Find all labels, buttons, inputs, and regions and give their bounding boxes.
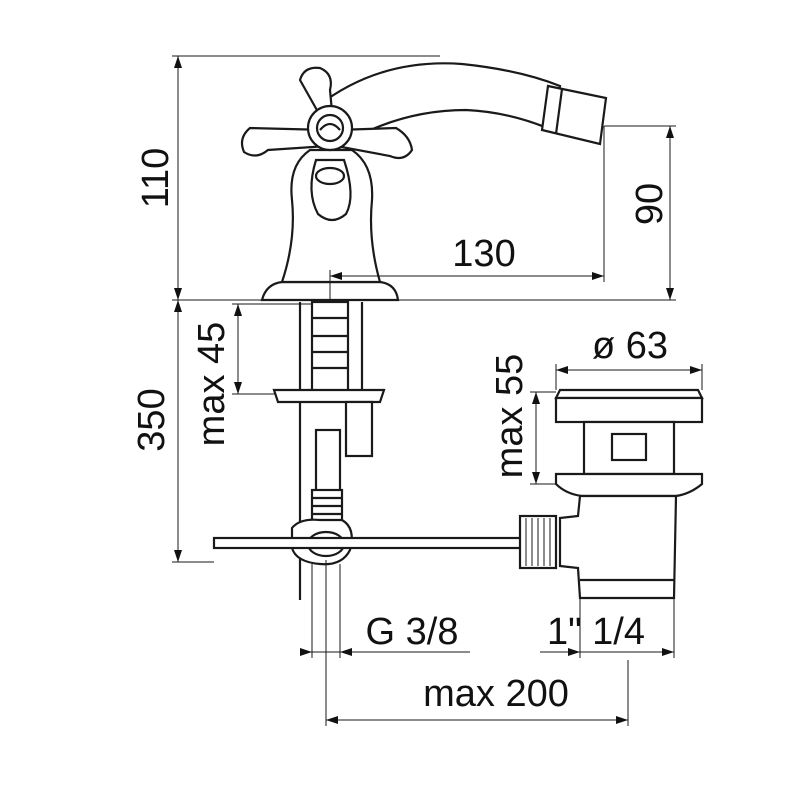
label-spout-height: 90 [629, 183, 671, 225]
dim-line-spout-height [398, 125, 676, 301]
label-max-deck: max 45 [191, 322, 233, 447]
under-deck-assembly [272, 300, 386, 600]
dim-line-max-deck [232, 303, 312, 395]
dim-line-height-total [172, 55, 440, 301]
faucet-body [260, 62, 608, 302]
pop-up-waste [554, 388, 704, 600]
label-spout-reach: 130 [452, 233, 515, 275]
label-waste-height: max 55 [489, 354, 531, 479]
label-inlet-thread: G 3/8 [366, 611, 459, 653]
label-install-depth: 350 [131, 388, 173, 451]
dim-line-waste-diameter [555, 364, 703, 390]
dim-line-rod-length [325, 560, 629, 726]
label-waste-diameter: ø 63 [592, 325, 668, 367]
dim-line-inlet-thread [300, 564, 470, 658]
cross-handle-cold [310, 158, 352, 222]
label-waste-thread: 1" 1/4 [547, 611, 645, 653]
dim-line-waste-height [530, 391, 556, 485]
pop-up-rod [212, 514, 558, 570]
cross-handle-hot [240, 66, 414, 160]
dim-line-install-depth [172, 299, 214, 563]
label-rod-length: max 200 [423, 673, 569, 715]
dim-line-waste-thread [540, 598, 675, 658]
dim-line-spout-reach [329, 126, 605, 300]
label-height-total: 110 [135, 148, 177, 209]
